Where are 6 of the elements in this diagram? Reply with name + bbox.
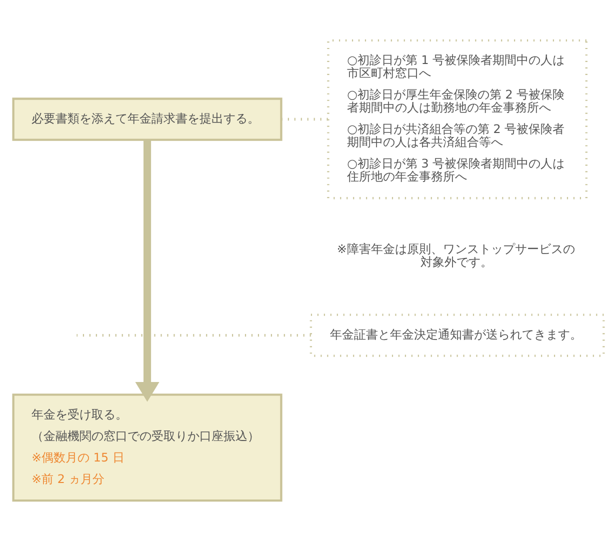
node-box: ○初診日が第 1 号被保険者期間中の人は市区町村窓口へ ○初診日が厚生年金保険の第 2 号被保険者期間中の人は勤務地の年金事務所へ ○初診日が共済組合等の第 2 号被保険者期間中の人は各共済組合等へ ○初診日が第 3 号被保険者期間中の人は住所地の年金事務所へ (326, 38, 587, 199)
node-box: 年金を受け取る。 （金融機関の窓口での受取りか口座振込） ※偶数月の 15 日 ※前 2 ヵ月分 (12, 393, 282, 502)
arrow (134, 140, 159, 402)
node-box: 年金証書と年金決定通知書が送られてきます。 (309, 313, 604, 356)
node-label: ※障害年金は原則、ワンストップサービスの対象外です。 (336, 242, 574, 268)
node-box: 必要書類を添えて年金請求書を提出する。 (12, 97, 282, 140)
